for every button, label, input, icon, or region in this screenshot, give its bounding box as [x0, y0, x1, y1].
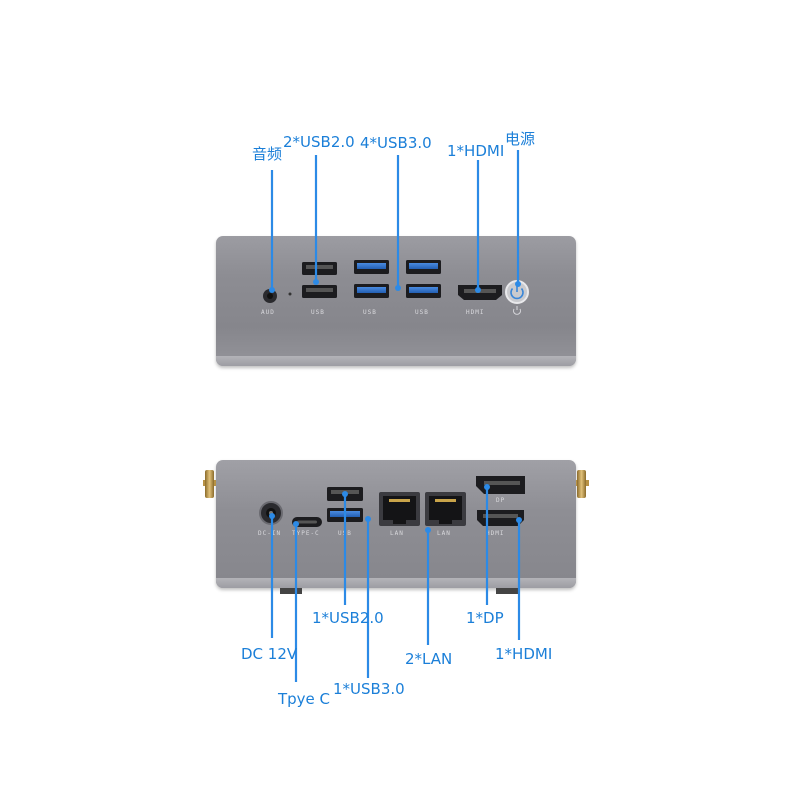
hdmi-port-rear [477, 510, 524, 526]
dp-port [476, 476, 525, 494]
lan-port-2 [425, 492, 466, 526]
usb2-ports-top [302, 262, 337, 298]
port-label-usb: USB [363, 309, 377, 316]
antenna-left [203, 470, 216, 498]
callout-dp: 1*DP [466, 609, 504, 627]
port-label-usb: USB [311, 309, 325, 316]
antenna-right [576, 470, 589, 498]
chassis-bottom-edge [216, 356, 576, 366]
port-label-lan: LAN [390, 530, 404, 537]
callout-power: 电源 [505, 130, 536, 148]
leader-dots-top [269, 279, 521, 293]
callout-lan: 2*LAN [405, 650, 453, 668]
port-label-dc-in: DC-IN [258, 530, 282, 537]
port-label-hdmi: HDMI [466, 309, 485, 316]
leader-lines-top [270, 150, 520, 288]
port-label-audio: AUD [261, 309, 275, 316]
rubber-feet [280, 588, 518, 594]
port-label-hdmi: HDMI [486, 530, 505, 537]
callout-type-c: Tpye C [278, 690, 331, 708]
leader-lines-bottom [270, 487, 521, 682]
callout-usb20-rear: 1*USB2.0 [312, 609, 384, 627]
type-c-port [292, 517, 322, 527]
lan-port-1 [379, 492, 420, 526]
callout-usb30-top: 4*USB3.0 [360, 134, 432, 152]
port-label-lan: LAN [437, 530, 451, 537]
port-label-dp: DP [496, 497, 506, 504]
callout-usb30-rear: 1*USB3.0 [333, 680, 405, 698]
callout-usb20-top: 2*USB2.0 [283, 133, 355, 151]
callout-audio: 音频 [252, 145, 283, 163]
usb3-ports-top [354, 260, 441, 298]
callout-hdmi-rear: 1*HDMI [495, 645, 553, 663]
leader-dots-bottom [269, 484, 522, 533]
callout-dc-12v: DC 12V [241, 645, 298, 663]
port-label-type-c: TYPE-C [292, 530, 320, 537]
hdmi-port-top [458, 285, 502, 300]
callout-hdmi-top: 1*HDMI [447, 142, 505, 160]
chassis-bottom-edge [216, 578, 576, 588]
port-label-usb: USB [415, 309, 429, 316]
audio-jack [263, 289, 292, 303]
